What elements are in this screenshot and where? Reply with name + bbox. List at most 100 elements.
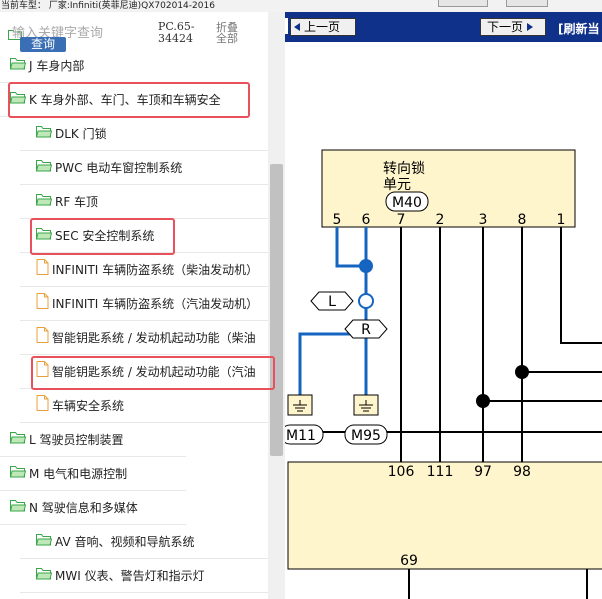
component-name-line2: 单元 bbox=[383, 177, 411, 193]
query-button[interactable]: 查询 bbox=[20, 37, 66, 52]
tree-item-label: MWI 仪表、警告灯和指示灯 bbox=[55, 569, 205, 583]
tree-item-label: 车辆安全系统 bbox=[52, 399, 125, 413]
pin-69: 69 bbox=[400, 553, 418, 569]
ground-m11-badge bbox=[285, 424, 324, 445]
ground-m95-badge bbox=[344, 424, 388, 445]
tree-item[interactable]: K 车身外部、车门、车顶和车辆安全 bbox=[9, 90, 221, 110]
lower-module-box bbox=[287, 461, 602, 570]
pc-code-text: PC.65-34424 bbox=[158, 20, 195, 45]
top-button-left[interactable] bbox=[438, 0, 488, 7]
top-button-right[interactable] bbox=[506, 0, 548, 7]
highlight-box-sec bbox=[30, 218, 175, 255]
junction-blue bbox=[359, 259, 373, 273]
left-arrow-icon bbox=[294, 23, 300, 31]
viewer-nav-bar: 上一页 下一页 [刷新当 bbox=[285, 12, 602, 42]
blue-wires bbox=[298, 227, 368, 395]
connector-L-label: L bbox=[328, 294, 336, 310]
ground-m95-label: M95 bbox=[351, 428, 381, 444]
pin-98: 98 bbox=[513, 464, 531, 480]
tree-separator bbox=[20, 320, 270, 321]
collapse-all-label: 折叠全部 bbox=[216, 21, 238, 45]
tree-separator bbox=[20, 592, 270, 593]
pin-2: 2 bbox=[436, 212, 445, 228]
search-row: 输入关键字查询 查询 PC.65-34424 折叠全部 bbox=[0, 12, 285, 54]
tree-item-label: L 驾驶员控制装置 bbox=[29, 433, 124, 447]
folder-icon bbox=[9, 56, 27, 76]
component-code: M40 bbox=[392, 195, 422, 211]
wire-pin5 bbox=[335, 227, 366, 268]
pin-8: 8 bbox=[518, 212, 527, 228]
tree-item[interactable]: DLK 门锁 bbox=[35, 124, 107, 144]
tree-item[interactable]: INFINITI 车辆防盗系统（汽油发动机） bbox=[36, 293, 259, 315]
tree-item-label: 智能钥匙系统 / 发动机起动功能（柴油 bbox=[52, 331, 256, 345]
collapse-all-button[interactable]: 折叠全部 bbox=[216, 22, 242, 44]
tree-separator bbox=[0, 524, 186, 525]
document-icon bbox=[36, 327, 49, 349]
tree-separator bbox=[20, 354, 270, 355]
tree-item[interactable]: L 驾驶员控制装置 bbox=[9, 430, 124, 450]
folder-icon bbox=[9, 430, 27, 450]
tree-separator bbox=[20, 184, 270, 185]
tree-item-label: N 驾驶信息和多媒体 bbox=[29, 501, 138, 515]
tree-item[interactable]: N 驾驶信息和多媒体 bbox=[9, 498, 138, 518]
tree-item[interactable]: PWC 电动车窗控制系统 bbox=[35, 158, 183, 178]
tree-separator bbox=[20, 286, 270, 287]
tree-item[interactable]: 车辆安全系统 bbox=[36, 395, 125, 416]
pc-code-label: PC.65-34424 bbox=[158, 21, 198, 45]
tree-item[interactable]: INFINITI 车辆防盗系统（柴油发动机） bbox=[36, 259, 259, 281]
tree-item[interactable]: AV 音响、视频和导航系统 bbox=[35, 532, 195, 552]
folder-icon bbox=[35, 124, 53, 144]
folder-icon bbox=[8, 25, 22, 44]
tree-item-label: AV 音响、视频和导航系统 bbox=[55, 535, 195, 549]
highlight-box-smartkey bbox=[31, 356, 275, 390]
folder-icon bbox=[9, 464, 27, 484]
pin-1: 1 bbox=[557, 212, 566, 228]
tree-item[interactable]: RF 车顶 bbox=[35, 192, 98, 212]
tree-item-label: J 车身内部 bbox=[29, 59, 85, 73]
tree-item[interactable]: MWI 仪表、警告灯和指示灯 bbox=[35, 566, 205, 586]
document-icon bbox=[36, 259, 49, 281]
connector-L-tag bbox=[310, 291, 354, 311]
tree-separator bbox=[20, 252, 270, 253]
wire-to-m11 bbox=[298, 332, 366, 395]
document-icon bbox=[36, 293, 49, 315]
tree-item-label: INFINITI 车辆防盗系统（汽油发动机） bbox=[52, 297, 259, 311]
tree-item[interactable]: M 电气和电源控制 bbox=[9, 464, 127, 484]
next-page-label: 下一页 bbox=[487, 20, 524, 34]
junction-open bbox=[358, 293, 374, 309]
pin-3: 3 bbox=[479, 212, 488, 228]
ground-icon bbox=[293, 400, 307, 412]
tree-item-label: INFINITI 车辆防盗系统（柴油发动机） bbox=[52, 263, 259, 277]
tree-separator bbox=[20, 422, 270, 423]
folder-icon bbox=[9, 498, 27, 518]
tree-scrollbar[interactable] bbox=[268, 12, 285, 599]
wiring-diagram: 转向锁 单元 M40 5 6 7 2 3 8 1 bbox=[285, 149, 602, 599]
next-page-button[interactable]: 下一页 bbox=[480, 18, 546, 36]
prev-page-label: 上一页 bbox=[304, 20, 341, 34]
junction-black-1 bbox=[515, 365, 529, 379]
tree-separator bbox=[20, 150, 270, 151]
folder-icon bbox=[35, 158, 53, 178]
black-wires bbox=[285, 227, 602, 599]
folder-icon bbox=[35, 566, 53, 586]
tree-item[interactable]: 智能钥匙系统 / 发动机起动功能（汽油 bbox=[36, 361, 256, 382]
junction-black-2 bbox=[476, 394, 490, 408]
tree-item-label: PWC 电动车窗控制系统 bbox=[55, 161, 183, 175]
folder-icon bbox=[35, 226, 53, 246]
refresh-link[interactable]: [刷新当 bbox=[558, 22, 600, 36]
tree-item-label: DLK 门锁 bbox=[55, 127, 107, 141]
tree-separator bbox=[0, 490, 186, 491]
tree-item[interactable]: J 车身内部 bbox=[9, 56, 85, 76]
pin-7: 7 bbox=[397, 212, 406, 228]
tree-item[interactable]: 智能钥匙系统 / 发动机起动功能（柴油 bbox=[36, 327, 256, 349]
pin-111: 111 bbox=[427, 464, 454, 480]
tree-item[interactable]: SEC 安全控制系统 bbox=[35, 226, 155, 246]
tree-item-label: SEC 安全控制系统 bbox=[55, 229, 155, 243]
connector-R-tag bbox=[344, 319, 388, 339]
folder-icon bbox=[9, 90, 27, 110]
component-name-line1: 转向锁 bbox=[383, 161, 425, 177]
prev-page-button[interactable]: 上一页 bbox=[290, 18, 356, 36]
scrollbar-thumb[interactable] bbox=[270, 164, 283, 456]
wire-pin1 bbox=[560, 227, 602, 344]
pin-97: 97 bbox=[474, 464, 492, 480]
